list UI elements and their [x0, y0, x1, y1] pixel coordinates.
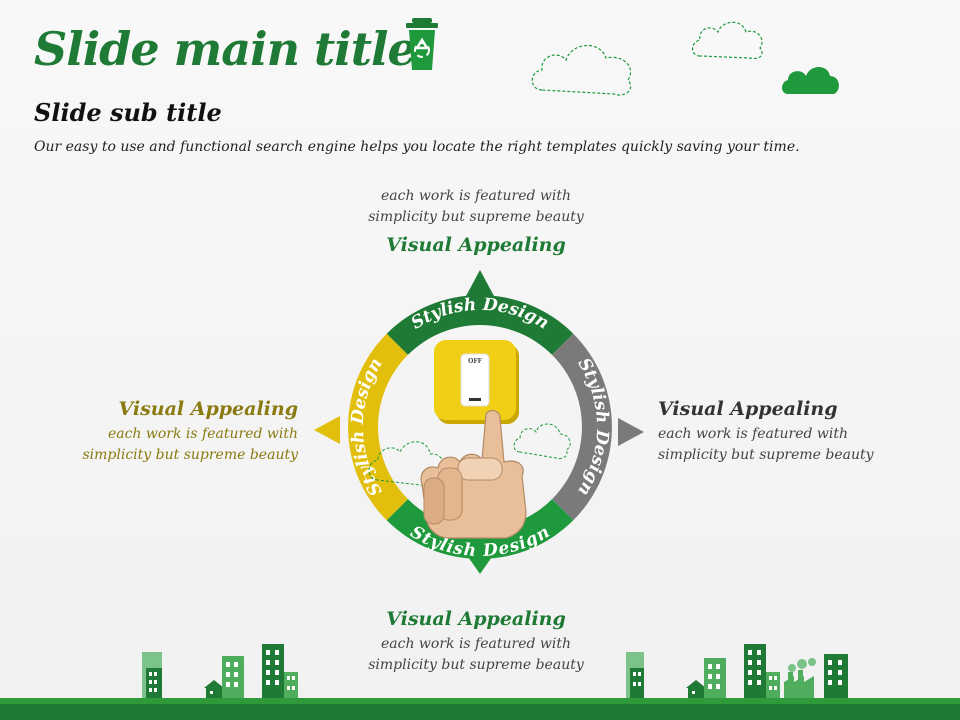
building-icon	[744, 644, 780, 698]
segment-left	[348, 333, 408, 521]
callout-left-heading: Visual Appealing	[118, 398, 298, 420]
callout-top-line2: simplicity but supreme beauty	[368, 209, 584, 225]
callout-top: each work is featured with simplicity bu…	[300, 186, 652, 256]
callout-bottom-heading: Visual Appealing	[386, 608, 566, 630]
house-icon	[204, 680, 224, 698]
slide-sub-title: Slide sub title	[34, 98, 222, 127]
cloud-icon	[513, 423, 571, 459]
hand-icon	[420, 409, 527, 539]
callout-left-line2: simplicity but supreme beauty	[82, 447, 298, 463]
building-icon	[222, 656, 244, 698]
callout-left-line1: each work is featured with	[107, 426, 298, 442]
segment-top	[386, 295, 574, 355]
callout-right: Visual Appealing each work is featured w…	[658, 398, 918, 466]
ground-base	[0, 704, 960, 720]
building-icon	[142, 652, 162, 698]
callout-right-line2: simplicity but supreme beauty	[658, 447, 874, 463]
ground-strip	[0, 698, 960, 704]
cloud-icon	[531, 44, 632, 96]
callout-bottom: Visual Appealing each work is featured w…	[300, 608, 652, 676]
callout-bottom-line1: each work is featured with	[380, 636, 572, 652]
callout-right-heading: Visual Appealing	[658, 398, 838, 420]
segment-right	[552, 333, 612, 521]
arrow-right	[618, 418, 644, 446]
building-icon	[704, 658, 726, 698]
arrow-left	[314, 416, 340, 444]
city-skyline	[0, 644, 960, 720]
arrow-top	[466, 270, 494, 296]
callout-top-line1: each work is featured with	[380, 188, 572, 204]
arrow-bottom	[466, 554, 494, 574]
callout-bottom-line2: simplicity but supreme beauty	[368, 657, 584, 673]
building-icon	[626, 652, 644, 698]
callout-top-heading: Visual Appealing	[386, 234, 566, 256]
slide-main-title: Slide main title	[34, 22, 417, 76]
cloud-icon	[782, 67, 839, 94]
switch-off-label: OFF	[468, 358, 482, 365]
cycle-diagram: Stylish Design Stylish Design Stylish De…	[314, 270, 644, 574]
house-icon	[686, 680, 706, 698]
cloud-icon	[691, 21, 763, 60]
light-switch: OFF	[434, 340, 519, 424]
slide-description: Our easy to use and functional search en…	[34, 139, 800, 155]
recycle-bin-icon	[406, 18, 438, 70]
building-icon	[262, 644, 298, 698]
factory-icon	[784, 658, 816, 698]
callout-left: Visual Appealing each work is featured w…	[60, 398, 298, 466]
callout-right-line1: each work is featured with	[658, 426, 849, 442]
building-icon	[824, 654, 848, 698]
